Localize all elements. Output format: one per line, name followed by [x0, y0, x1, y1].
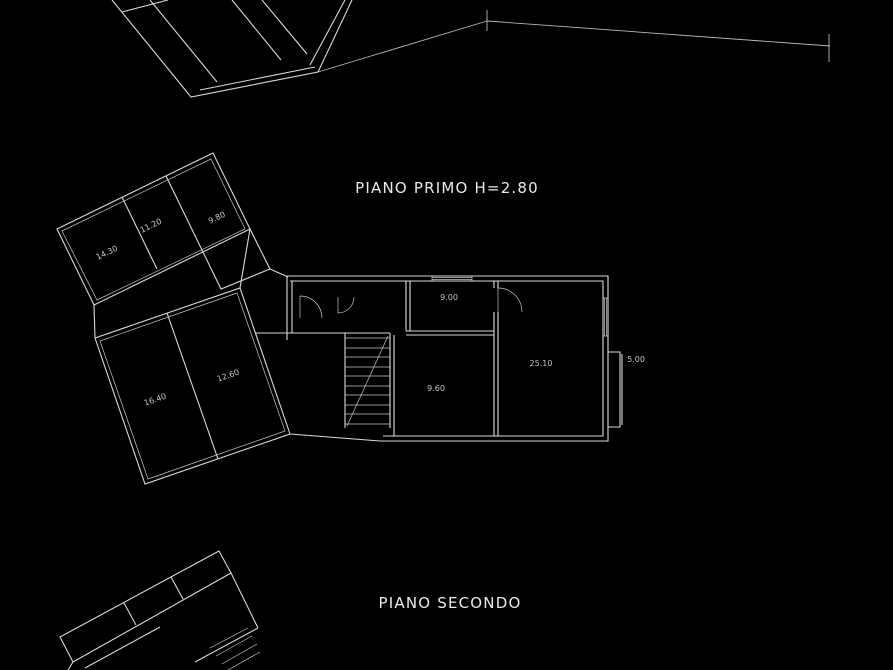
piano-primo-main-block: [286, 275, 623, 442]
upper-wing-inner-walls: [61, 158, 246, 301]
piano-secondo-walls: [59, 550, 259, 670]
stair-direction-line: [346, 335, 389, 427]
room-area-label: 16.40: [143, 392, 168, 408]
upper-wing-deep-room: [200, 228, 289, 290]
upper-plan-fragment: [111, 0, 831, 98]
junction-walls: [256, 332, 381, 442]
room-area-label: 25.10: [530, 359, 553, 368]
room-area-label: 9.60: [427, 384, 445, 393]
main-block-interior-walls: [393, 281, 499, 436]
room-area-label: 9.80: [207, 210, 227, 226]
room-area-label: 12.60: [216, 368, 241, 384]
wing-corridor-walls: [93, 228, 251, 339]
lower-wing-divider: [166, 312, 219, 460]
piano-secondo-stair-hatch: [209, 627, 261, 670]
piano-primo-title: PIANO PRIMO H=2.80: [355, 179, 539, 197]
piano-secondo-plan: PIANO SECONDO: [59, 550, 522, 670]
lower-wing-inner-walls: [99, 292, 286, 480]
piano-secondo-title: PIANO SECONDO: [379, 594, 522, 612]
main-block-outer-walls: [286, 275, 609, 442]
piano-primo-lower-wing: [93, 228, 291, 485]
balcony-area-label: 5.00: [627, 355, 645, 364]
stair-rails: [344, 332, 391, 428]
window-symbols: [431, 276, 608, 337]
section-dimension-line: [317, 10, 831, 73]
piano-primo-plan: PIANO PRIMO H=2.80: [56, 152, 645, 485]
room-area-label: 14.30: [95, 244, 120, 262]
stair-treads: [345, 337, 390, 425]
room-area-label: 11.20: [139, 217, 164, 235]
door-swing-arcs: [299, 287, 523, 319]
piano-primo-room-labels: 14.30 11.20 9.80 16.40 12.60 9.00 9.60 2…: [95, 210, 645, 408]
piano-primo-left-wing: [56, 152, 289, 306]
fragment-walls: [111, 0, 353, 98]
balcony-walls: [608, 351, 623, 428]
upper-wing-dividers: [121, 175, 202, 270]
room-area-label: 9.00: [440, 293, 458, 302]
staircase: [344, 332, 391, 428]
